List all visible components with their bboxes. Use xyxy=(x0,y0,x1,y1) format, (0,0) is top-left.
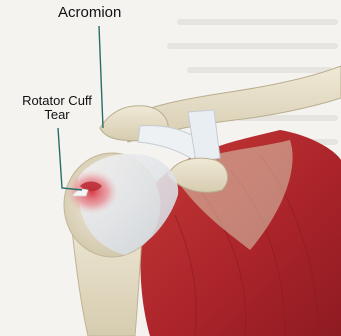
rotator-cuff-tear-label: Rotator Cuff Tear xyxy=(8,94,106,121)
tear-highlight xyxy=(66,170,118,214)
acromion-label: Acromion xyxy=(58,5,121,21)
